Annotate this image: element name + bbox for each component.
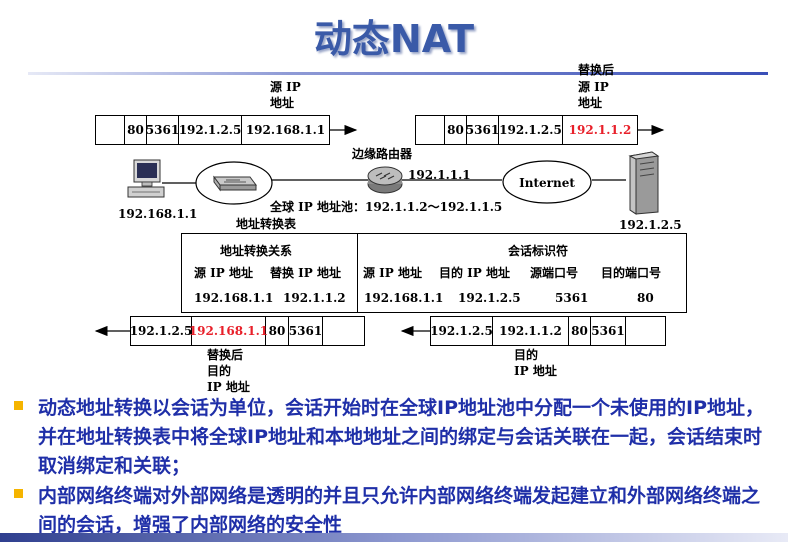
address-pool: 全球 IP 地址池：192.1.1.2～192.1.1.5 (270, 200, 503, 214)
top-left-label-1: 源 IP (270, 80, 301, 94)
packet-cell: 192.1.1.2 (493, 317, 569, 345)
translation-table (181, 233, 687, 313)
switch-icon (195, 161, 273, 205)
bottom-left-label-2: IP 地址 (207, 380, 250, 394)
bullet-text: 动态地址转换以会话为单位，会话开始时在全球IP地址池中分配一个未使用的IP地址，… (38, 397, 764, 477)
table-cell: 80 (637, 291, 654, 305)
packet-cell: 192.1.2.5 (179, 116, 242, 144)
packet-cell-replaced: 192.1.1.2 (568, 123, 632, 137)
packet-cell: 80 (125, 116, 147, 144)
table-cell: 192.1.2.5 (458, 291, 521, 305)
packet-cell: 5361 (146, 116, 179, 144)
table-cell: 192.168.1.1 (364, 291, 444, 305)
packet-cell: 5361 (466, 116, 499, 144)
bottom-right-label-2: IP 地址 (514, 364, 557, 378)
table-cell: 192.168.1.1 (194, 291, 274, 305)
packet-cell: 192.1.2.5 (430, 317, 493, 345)
packet-top-right: 80 5361 192.1.2.5 192.1.1.2 (415, 115, 638, 145)
bottom-right-label-1: 目的 (514, 348, 539, 362)
host-ip: 192.168.1.1 (118, 207, 198, 221)
bullet-marker (14, 401, 23, 410)
packet-cell: 192.1.2.5 (130, 317, 192, 345)
table-col-header: 目的 IP 地址 (439, 266, 510, 280)
packet-cell: 5361 (289, 317, 323, 345)
internet-label: Internet (519, 176, 575, 190)
packet-bottom-left: 192.1.2.5 192.168.1.1 80 5361 (130, 316, 365, 346)
bottom-left-label-1: 目的 (207, 364, 232, 378)
top-left-label-2: 地址 (270, 96, 295, 110)
packet-top-left: 80 5361 192.1.2.5 192.168.1.1 (95, 115, 330, 145)
table-col-header: 目的端口号 (601, 266, 662, 280)
title-rule (28, 72, 768, 75)
packet-cell: 192.168.1.1 (245, 123, 326, 137)
router-label: 边缘路由器 (352, 147, 413, 161)
table-caption: 地址转换表 (236, 217, 297, 231)
table-col-header: 源 IP 地址 (363, 266, 422, 280)
packet-bottom-right: 192.1.2.5 192.1.1.2 80 5361 (430, 316, 666, 346)
bullet-text: 内部网络终端对外部网络是透明的并且只允许内部网络终端发起建立和外部网络终端之间的… (38, 485, 761, 536)
internet-cloud-icon (502, 160, 592, 204)
bottom-left-label-0: 替换后 (207, 348, 244, 362)
router-ip: 192.1.1.1 (408, 168, 471, 182)
bottom-bar (0, 533, 788, 542)
server-ip: 192.1.2.5 (619, 218, 682, 232)
packet-cell: 5361 (591, 317, 626, 345)
router-icon (367, 166, 403, 194)
page-title: 动态NAT (313, 17, 475, 61)
top-right-label-1: 源 IP (578, 80, 609, 94)
table-cell: 192.1.1.2 (283, 291, 346, 305)
table-left-header: 地址转换关系 (220, 244, 293, 258)
packet-cell-replaced: 192.168.1.1 (189, 317, 268, 345)
table-right-header: 会话标识符 (508, 244, 569, 258)
server-icon (628, 151, 660, 215)
bullet-marker (14, 489, 23, 498)
top-right-label-2: 地址 (578, 96, 603, 110)
top-right-label-0: 替换后 (578, 63, 615, 77)
computer-icon (127, 159, 165, 198)
table-col-header: 源 IP 地址 (194, 266, 253, 280)
table-col-header: 替换 IP 地址 (270, 266, 341, 280)
table-col-header: 源端口号 (530, 266, 579, 280)
packet-cell: 80 (445, 116, 467, 144)
packet-cell: 80 (569, 317, 591, 345)
packet-cell: 80 (266, 317, 289, 345)
table-cell: 5361 (555, 291, 589, 305)
packet-cell: 192.1.2.5 (499, 116, 563, 144)
table-divider (357, 233, 358, 313)
